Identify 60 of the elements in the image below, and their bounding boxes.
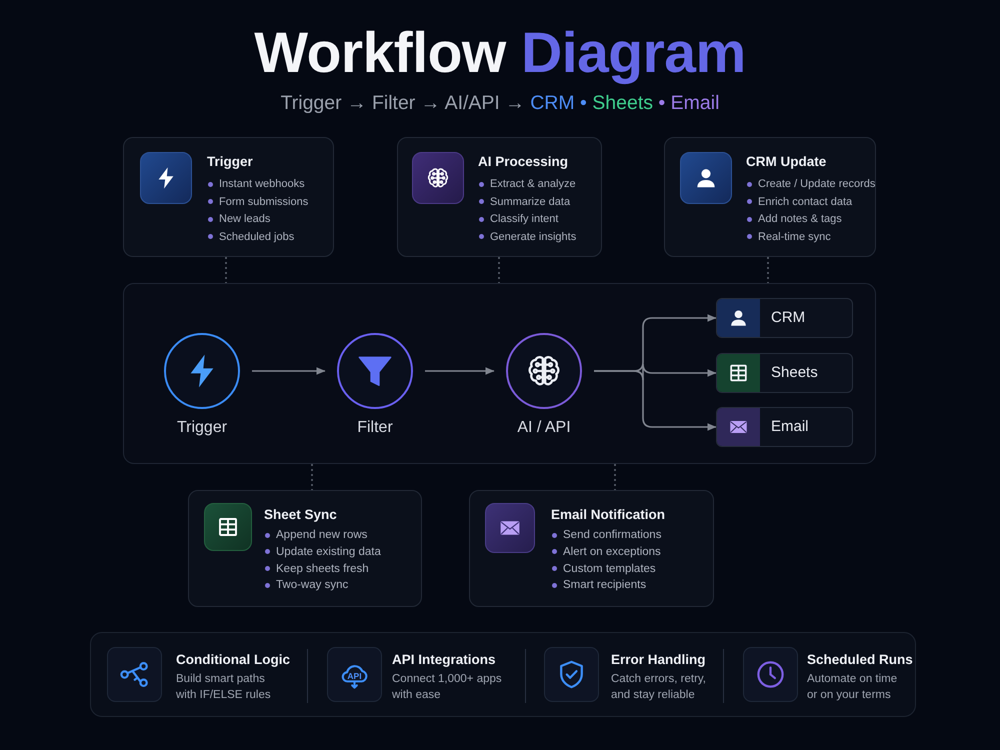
dotted-line (225, 257, 227, 283)
bullet-item: Alert on exceptions (563, 544, 661, 559)
feature-title: Conditional Logic (176, 652, 290, 668)
bullet-item: Keep sheets fresh (276, 562, 369, 576)
icon-label: API (347, 670, 362, 680)
info-card (664, 137, 876, 257)
destination-card (716, 407, 853, 447)
feature-description: Catch errors, retry, and stay reliable (611, 672, 707, 703)
destination-label: Sheets (771, 364, 818, 382)
bullet-item: Update existing data (276, 544, 381, 559)
feature-description: Automate on time or on your terms (807, 672, 898, 703)
feature-description: Connect 1,000+ apps with ease (392, 672, 503, 703)
bullet-item: New leads (219, 212, 270, 226)
page-title: Workflow Diagram (254, 22, 746, 84)
destination-card (716, 353, 853, 393)
bullet-item: Add notes & tags (758, 212, 842, 226)
bullet-item: Send confirmations (563, 528, 662, 542)
bullet-item: Create / Update records (758, 177, 876, 191)
step-label: Filter (357, 419, 393, 437)
info-card (188, 490, 422, 607)
bullet-item: Real-time sync (758, 230, 831, 244)
arrow (594, 370, 716, 431)
bullet-item: Extract & analyze (490, 177, 576, 191)
bullet-item: Two-way sync (276, 578, 348, 592)
step-label: Trigger (176, 419, 228, 437)
step-label: AI / API (517, 419, 571, 437)
card-title: AI Processing (478, 154, 568, 170)
dotted-line (311, 464, 313, 490)
flow-panel (123, 283, 876, 464)
arrow (252, 367, 326, 375)
feature-description: Build smart paths with IF/ELSE rules (176, 672, 272, 703)
dotted-line (767, 257, 769, 283)
feature-panel (90, 632, 916, 717)
info-card (469, 490, 714, 607)
card-title: Sheet Sync (264, 507, 337, 523)
feature-title: Scheduled Runs (807, 652, 913, 668)
feature-title: API Integrations (392, 652, 496, 668)
destination-label: Email (771, 418, 809, 436)
info-card (397, 137, 602, 257)
info-card (123, 137, 334, 257)
bullet-item: Instant webhooks (219, 177, 305, 191)
bullet-item: Generate insights (490, 230, 576, 244)
destination-card (716, 298, 853, 338)
feature-title: Error Handling (611, 652, 706, 668)
bullet-item: Scheduled jobs (219, 230, 294, 244)
dotted-line (498, 257, 500, 283)
dotted-line (614, 464, 616, 490)
arrow (425, 367, 494, 375)
bullet-item: Form submissions (219, 194, 308, 208)
bullet-item: Custom templates (563, 562, 656, 576)
bullet-item: Summarize data (490, 194, 570, 208)
bullet-item: Classify intent (490, 212, 558, 226)
bullet-item: Enrich contact data (758, 194, 852, 208)
card-title: CRM Update (746, 154, 826, 170)
subtitle: Trigger → Filter → AI/API → CRM • Sheets • Email (280, 92, 720, 115)
card-title: Email Notification (551, 507, 666, 523)
bullet-item: Smart recipients (563, 578, 646, 592)
bullet-item: Append new rows (276, 528, 368, 542)
card-title: Trigger (207, 154, 253, 170)
destination-label: CRM (771, 309, 806, 327)
